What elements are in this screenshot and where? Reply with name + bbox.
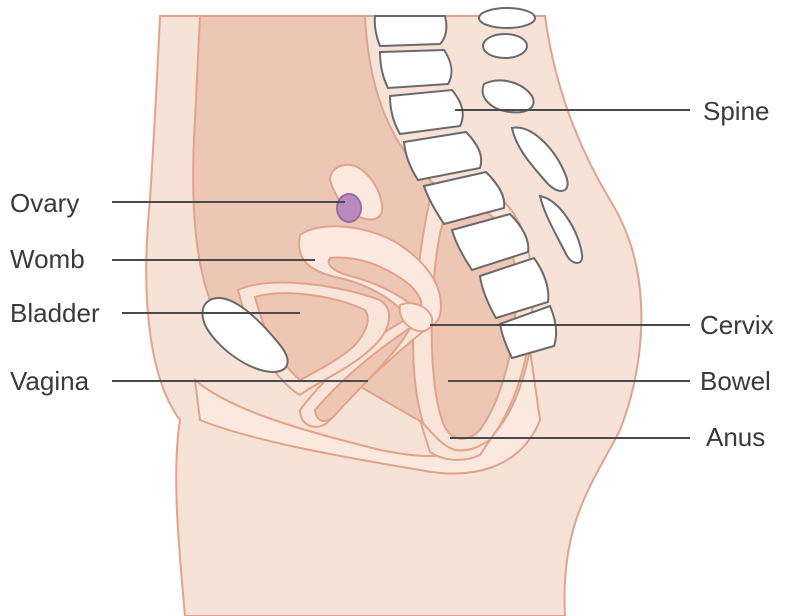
label-bladder: Bladder (10, 298, 100, 328)
label-vagina: Vagina (10, 366, 90, 396)
label-ovary: Ovary (10, 188, 79, 218)
ovary-organ (337, 194, 361, 222)
label-bowel: Bowel (700, 366, 771, 396)
label-womb: Womb (10, 244, 85, 274)
label-anus: Anus (706, 422, 765, 452)
label-spine: Spine (703, 96, 770, 126)
label-cervix: Cervix (700, 310, 774, 340)
